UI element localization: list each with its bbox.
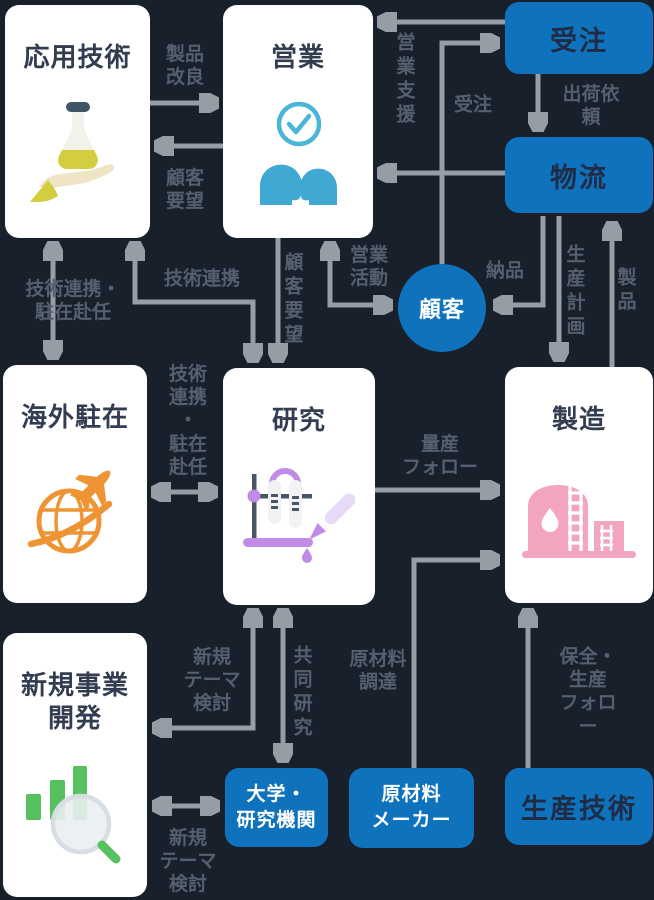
node-new-business: 新規事業 開発 (3, 633, 147, 897)
node-university: 大学・ 研究機関 (225, 768, 328, 847)
arrow-rawmaterial-to-manufacturing (411, 560, 497, 768)
node-raw-material-label: 原材料 メーカー (371, 784, 452, 831)
arrow-applied-research (135, 244, 253, 360)
edge-label-delivery: 納品 (485, 260, 525, 282)
node-overseas-label: 海外駐在 (20, 402, 129, 432)
node-manufacturing-label: 製造 (551, 404, 606, 434)
edge-label-raw-material-procurement: 原材料 調達 (349, 648, 407, 693)
lab-equipment-icon (223, 437, 375, 606)
edge-label-tech-partnership: 技術連携 (163, 268, 241, 290)
node-research-label: 研究 (271, 405, 326, 435)
node-applied-tech: 応用技術 (5, 5, 150, 238)
factory-icon (505, 436, 653, 604)
flask-hand-icon (5, 74, 150, 239)
node-production-tech-label: 生産技術 (521, 794, 637, 824)
node-production-tech: 生産技術 (505, 768, 653, 845)
edge-label-product: 製品 (614, 267, 636, 315)
node-customer-label: 顧客 (418, 297, 465, 322)
globe-plane-icon (3, 434, 147, 604)
edge-label-sales-activity: 営業 活動 (349, 244, 389, 289)
node-logistics: 物流 (505, 137, 653, 213)
node-university-label: 大学・ 研究機関 (236, 783, 317, 831)
edge-label-product-improvement: 製品 改良 (165, 43, 205, 88)
people-check-icon (223, 74, 373, 239)
edge-label-production-plan: 生産計画 (563, 244, 585, 340)
node-research: 研究 (223, 368, 375, 605)
node-new-business-label: 新規事業 開発 (20, 670, 129, 733)
arrow-customer-to-orders (439, 43, 497, 264)
edge-label-sales-support: 営業支援 (393, 32, 415, 128)
node-customer: 顧客 (398, 264, 486, 352)
node-orders-label: 受注 (550, 25, 608, 56)
edge-label-order: 受注 (453, 94, 493, 116)
node-sales-label: 営業 (270, 42, 325, 72)
node-orders: 受注 (505, 2, 653, 74)
edge-label-tech-partnership-assignment-mid: 技術 連携 ・ 駐在 赴任 (168, 364, 208, 478)
edge-label-new-theme-review-lower: 新規 テーマ 検討 (159, 828, 217, 896)
edge-label-mass-production-follow: 量産 フォロー (401, 433, 479, 478)
edge-label-tech-partnership-assignment-left: 技術連携・ 駐在赴任 (25, 278, 121, 323)
edge-label-maintenance-production-follow: 保全・生産 フォロー (559, 646, 617, 738)
node-overseas: 海外駐在 (3, 365, 147, 603)
node-logistics-label: 物流 (550, 162, 608, 193)
edge-label-new-theme-review-upper: 新規 テーマ 検討 (183, 647, 241, 715)
node-manufacturing: 製造 (505, 367, 653, 603)
edge-label-shipping-request: 出荷依頼 (562, 83, 620, 128)
chart-magnifier-icon (3, 734, 147, 897)
edge-label-customer-request-mid: 顧客要望 (281, 252, 303, 348)
node-sales: 営業 (223, 5, 373, 238)
edge-label-joint-research: 共同研究 (290, 645, 312, 741)
edge-label-customer-request-top: 顧客 要望 (165, 167, 205, 212)
node-applied-tech-label: 応用技術 (23, 42, 132, 72)
node-raw-material: 原材料 メーカー (349, 768, 474, 848)
